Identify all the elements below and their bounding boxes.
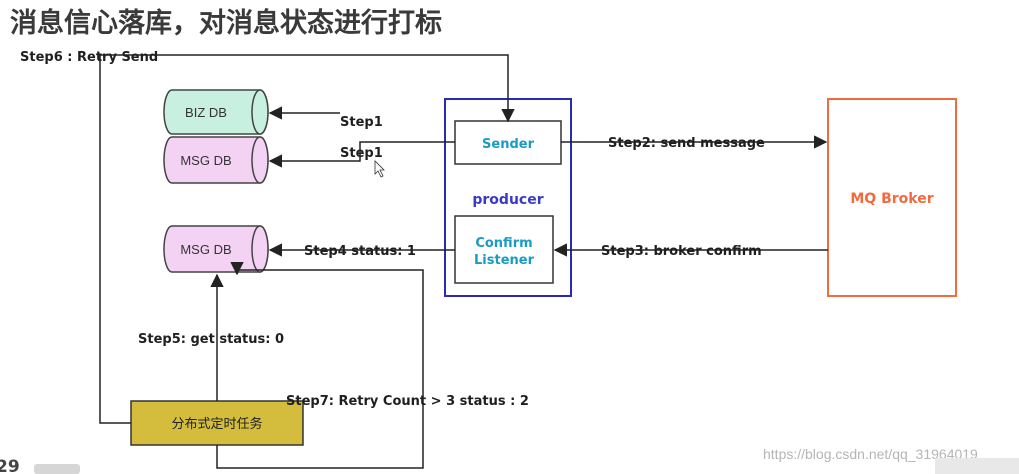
step1-biz-label: Step1 bbox=[340, 115, 383, 130]
confirm-label-line1: Confirm bbox=[475, 236, 532, 251]
step7-label: Step7: Retry Count > 3 status : 2 bbox=[286, 394, 529, 409]
edge-overlay-text: 29 bbox=[0, 457, 20, 474]
sender-label: Sender bbox=[482, 137, 535, 152]
msg-db-top-label: MSG DB bbox=[180, 153, 231, 168]
biz-db-cylinder: BIZ DB bbox=[163, 89, 269, 135]
video-control-bar bbox=[34, 464, 80, 474]
msg-db-top-cylinder: MSG DB bbox=[163, 136, 269, 184]
step6-connector bbox=[99, 54, 515, 424]
mq-broker-box bbox=[827, 98, 957, 297]
step1-msg-label: Step1 bbox=[340, 146, 383, 161]
step6-label: Step6 : Retry Send bbox=[20, 50, 158, 65]
slide-title: 消息信心落库，对消息状态进行打标 bbox=[10, 8, 442, 39]
confirm-label-line2: Listener bbox=[474, 253, 535, 268]
msg-db-bottom-cylinder: MSG DB bbox=[163, 225, 269, 273]
scheduled-task-label: 分布式定时任务 bbox=[171, 416, 262, 432]
step5-label: Step5: get status: 0 bbox=[138, 332, 284, 347]
mq-broker-label: MQ Broker bbox=[850, 191, 933, 207]
step3-label: Step3: broker confirm bbox=[601, 244, 762, 259]
msg-db-bottom-label: MSG DB bbox=[180, 242, 231, 257]
producer-label: producer bbox=[472, 192, 543, 208]
step7-connector bbox=[216, 261, 424, 469]
step1-msg-arrow bbox=[268, 141, 455, 168]
step2-label: Step2: send message bbox=[608, 136, 765, 151]
biz-db-label: BIZ DB bbox=[185, 105, 227, 120]
mouse-cursor-icon bbox=[374, 160, 385, 178]
corner-overlay bbox=[935, 458, 1019, 474]
confirm-listener-box bbox=[454, 215, 554, 284]
sender-box bbox=[454, 120, 562, 165]
watermark-text: https://blog.csdn.net/qq_31964019 bbox=[763, 446, 978, 462]
step4-label: Step4 status: 1 bbox=[304, 244, 416, 259]
